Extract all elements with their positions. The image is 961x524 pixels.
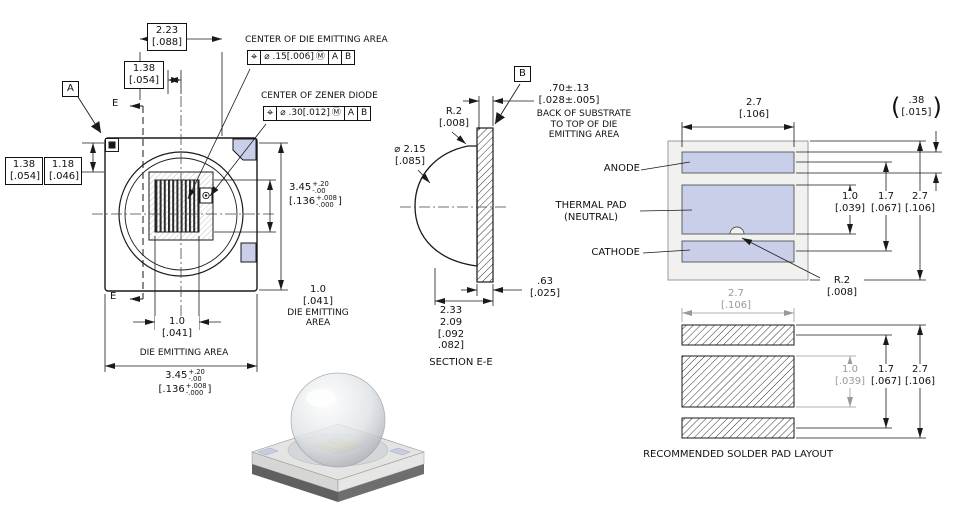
fcf-zener-position: ⌖ ⌀ .30[.012]Ⓜ A B — [263, 106, 372, 121]
solder-pad-cathode — [681, 417, 795, 439]
top-view — [77, 36, 288, 372]
dim-pad-pitch: 1.7 [.067] — [869, 191, 903, 215]
dim-thermal-height: 1.0 [.039] — [833, 191, 867, 215]
pad-layout-view — [639, 122, 942, 285]
dim-solder-total-height: 2.7 [.106] — [903, 364, 937, 388]
open-paren: ( — [891, 93, 901, 121]
package-side-pad — [240, 242, 257, 263]
dim-die-pitch-223: 2.23 [.088] — [147, 23, 187, 51]
substrate-section — [476, 127, 494, 283]
thermal-pad — [681, 184, 795, 235]
die-area — [148, 171, 214, 241]
fcf-datum-a: A — [343, 106, 359, 121]
mmc-symbol: Ⓜ — [315, 52, 325, 63]
fcf-datum-b: B — [357, 106, 372, 121]
dim-pad-width: 2.7 [.106] — [738, 97, 770, 120]
dim-die-emitting-right: 1.0 [.041] DIE EMITTING AREA — [287, 284, 349, 329]
cathode-label: CATHODE — [591, 247, 640, 258]
dim-dome-fillet-radius: R.2 [.008] — [438, 106, 470, 129]
dim-notch-radius: R.2 [.008] — [820, 275, 864, 299]
index-corner-mark — [108, 141, 116, 149]
dim-package-width: 3.45+.20-.00 [.136+.008-.000] — [158, 368, 212, 398]
section-cut-line — [130, 103, 144, 302]
callout-die-title: CENTER OF DIE EMITTING AREA — [245, 35, 388, 45]
position-symbol: ⌖ — [247, 50, 262, 65]
solder-pad-thermal — [681, 355, 795, 408]
callout-zener-title: CENTER OF ZENER DIODE — [261, 91, 378, 101]
led-3d-render — [251, 372, 425, 502]
die-center-leader — [187, 68, 251, 200]
dim-solder-thermal-height: 1.0 [.039] — [833, 364, 867, 388]
section-arrow-label-top: E — [112, 98, 119, 109]
dim-package-height: 3.45+.20-.00 [.136+.008-.000] — [289, 180, 342, 210]
section-dimensions — [417, 96, 534, 306]
dim-solder-width-reference: 2.7 [.106] — [720, 288, 752, 311]
mmc-symbol: Ⓜ — [331, 108, 341, 119]
die-emitting-area-label: DIE EMITTING AREA — [139, 348, 229, 358]
dim-substrate-thickness: .63 [.025] — [529, 276, 561, 299]
dim-dome-diameter: ⌀ 2.15 [.085] — [394, 144, 426, 167]
dome-section — [414, 145, 478, 267]
dim-offset-118-left: 1.18 [.046] — [44, 157, 82, 185]
fcf-tolerance-cell: ⌀ .15[.006]Ⓜ — [260, 50, 329, 65]
section-arrow-label-bottom: E — [110, 291, 117, 302]
datum-a-leader — [77, 96, 102, 134]
datum-a-flag: A — [62, 81, 79, 97]
section-view — [400, 83, 534, 306]
datum-b-flag: B — [514, 66, 531, 82]
centerlines — [92, 96, 274, 336]
dim-total-depth: 2.33 2.09 [.092 .082] — [428, 305, 474, 353]
anode-label: ANODE — [603, 163, 640, 174]
fcf-datum-a: A — [327, 50, 343, 65]
top-view-dimensions — [79, 36, 288, 372]
fcf-datum-b: B — [341, 50, 356, 65]
thermal-pad-label: THERMAL PAD (NEUTRAL) — [555, 200, 627, 223]
die-emitting-area — [154, 179, 200, 233]
cathode-pad — [681, 240, 795, 263]
solder-pad-anode — [681, 324, 795, 346]
dim-substrate-to-die: .70±.13 [.028±.005] — [538, 83, 600, 106]
dim-offset-138-top: 1.38 [.054] — [124, 61, 164, 89]
solder-layout-title: RECOMMENDED SOLDER PAD LAYOUT — [643, 449, 833, 460]
section-title: SECTION E-E — [429, 357, 493, 368]
dim-offset-138-left: 1.38 [.054] — [5, 157, 43, 185]
fcf-die-position: ⌖ ⌀ .15[.006]Ⓜ A B — [247, 50, 356, 65]
zener-center-leader — [209, 123, 267, 197]
datum-b-leader — [494, 83, 521, 125]
thermal-pad-notch — [729, 226, 745, 235]
dim-die-emitting-bottom: 1.0 [.041] — [155, 316, 199, 340]
fcf-tolerance-cell: ⌀ .30[.012]Ⓜ — [276, 106, 345, 121]
pad-leaders — [639, 161, 833, 285]
dim-solder-pitch: 1.7 [.067] — [869, 364, 903, 388]
anode-pad — [681, 151, 795, 174]
position-symbol: ⌖ — [263, 106, 278, 121]
dim-anode-height-reference: ( .38 [.015] ) — [891, 93, 942, 121]
substrate-note: BACK OF SUBSTRATE TO TOP OF DIE EMITTING… — [536, 109, 632, 141]
solder-dimensions-reference — [681, 308, 856, 408]
close-paren: ) — [932, 93, 942, 121]
silicone-dome — [290, 372, 386, 468]
dim-substrate-height: 2.7 [.106] — [903, 191, 937, 215]
